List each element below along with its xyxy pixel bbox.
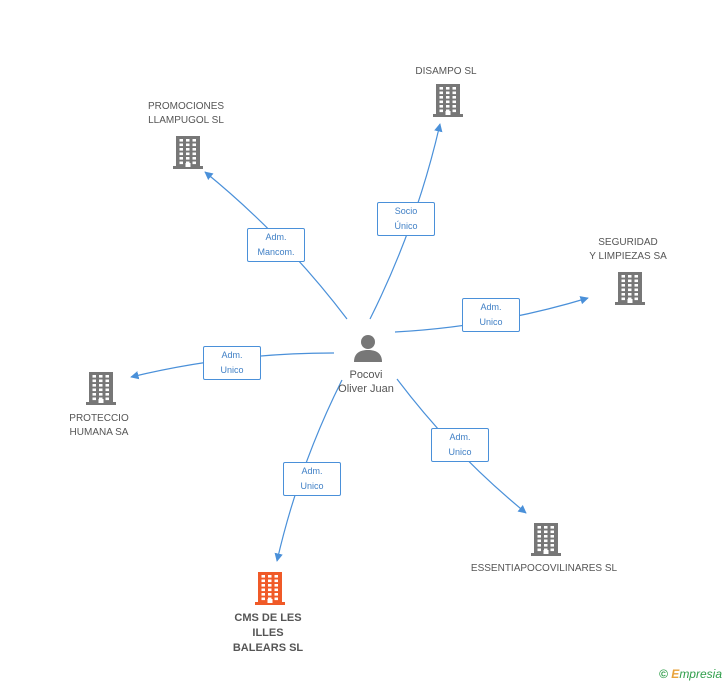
building-icon[interactable] [531,521,561,557]
empresia-brand: © Empresia [659,667,722,681]
brand-initial: E [671,667,680,681]
building-icon[interactable] [173,134,203,170]
company-label-disampo[interactable]: DISAMPO SL [415,66,477,77]
person-name[interactable]: Pocovi Oliver Juan [338,369,394,395]
building-icon[interactable] [615,270,645,306]
company-label-promociones[interactable]: PROMOCIONES LLAMPUGOL SL [147,101,225,126]
building-icon[interactable] [86,370,116,406]
relation-label-disampo[interactable]: Socio Único [377,202,435,236]
building-icon[interactable] [255,570,285,606]
relation-label-proteccio[interactable]: Adm. Unico [203,346,261,380]
relation-label-essentia[interactable]: Adm. Unico [431,428,489,462]
brand-name: mpresia [679,667,722,681]
copyright-icon: © [659,667,668,681]
relation-label-promociones[interactable]: Adm. Mancom. [247,228,305,262]
building-icon[interactable] [433,82,463,118]
relation-label-cms[interactable]: Adm. Unico [283,462,341,496]
company-label-cms[interactable]: CMS DE LES ILLES BALEARS SL [232,612,304,654]
relation-label-seguridad[interactable]: Adm. Unico [462,298,520,332]
company-label-seguridad[interactable]: SEGURIDAD Y LIMPIEZAS SA [589,237,667,262]
company-label-proteccio[interactable]: PROTECCIO HUMANA SA [69,413,129,438]
company-label-essentia[interactable]: ESSENTIAPOCOVILINARES SL [470,563,618,574]
person-icon[interactable] [352,333,384,363]
